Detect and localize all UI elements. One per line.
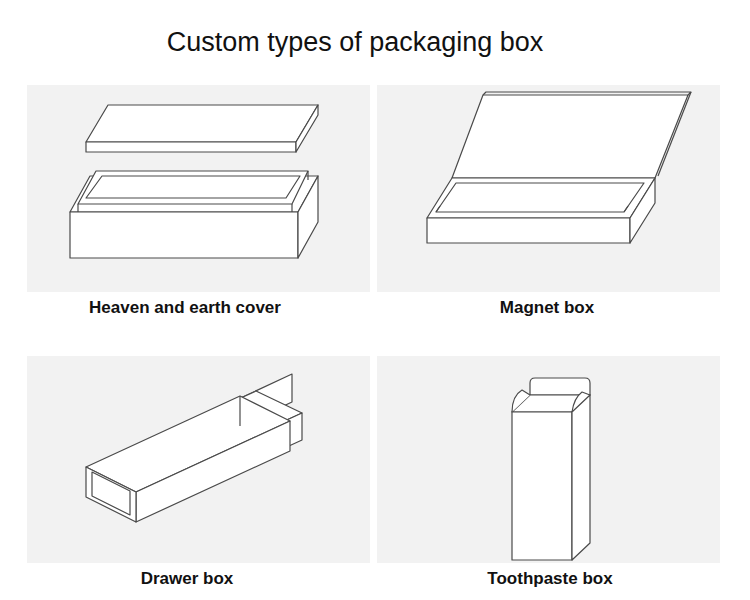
panel-ground xyxy=(377,85,720,292)
magnet-box-drawing xyxy=(427,92,691,243)
lid-drawing xyxy=(86,105,318,152)
panel-ground xyxy=(27,356,370,563)
box-type-label: Heaven and earth cover xyxy=(89,298,281,318)
box-type-panel: Toothpaste box xyxy=(377,356,720,591)
toothpaste-box-drawing xyxy=(512,378,590,560)
drawer-box-drawing xyxy=(86,374,302,522)
box-type-label: Drawer box xyxy=(141,569,234,589)
box-type-panel: Drawer box xyxy=(27,356,370,591)
box-type-panel: Magnet box xyxy=(377,85,720,320)
panel-ground xyxy=(27,85,370,292)
box-type-panel: Heaven and earth cover xyxy=(27,85,370,320)
base-drawing xyxy=(70,171,318,258)
box-type-label: Magnet box xyxy=(500,298,594,318)
panel-ground xyxy=(377,356,720,563)
box-type-label: Toothpaste box xyxy=(487,569,612,589)
page-title: Custom types of packaging box xyxy=(167,27,544,58)
